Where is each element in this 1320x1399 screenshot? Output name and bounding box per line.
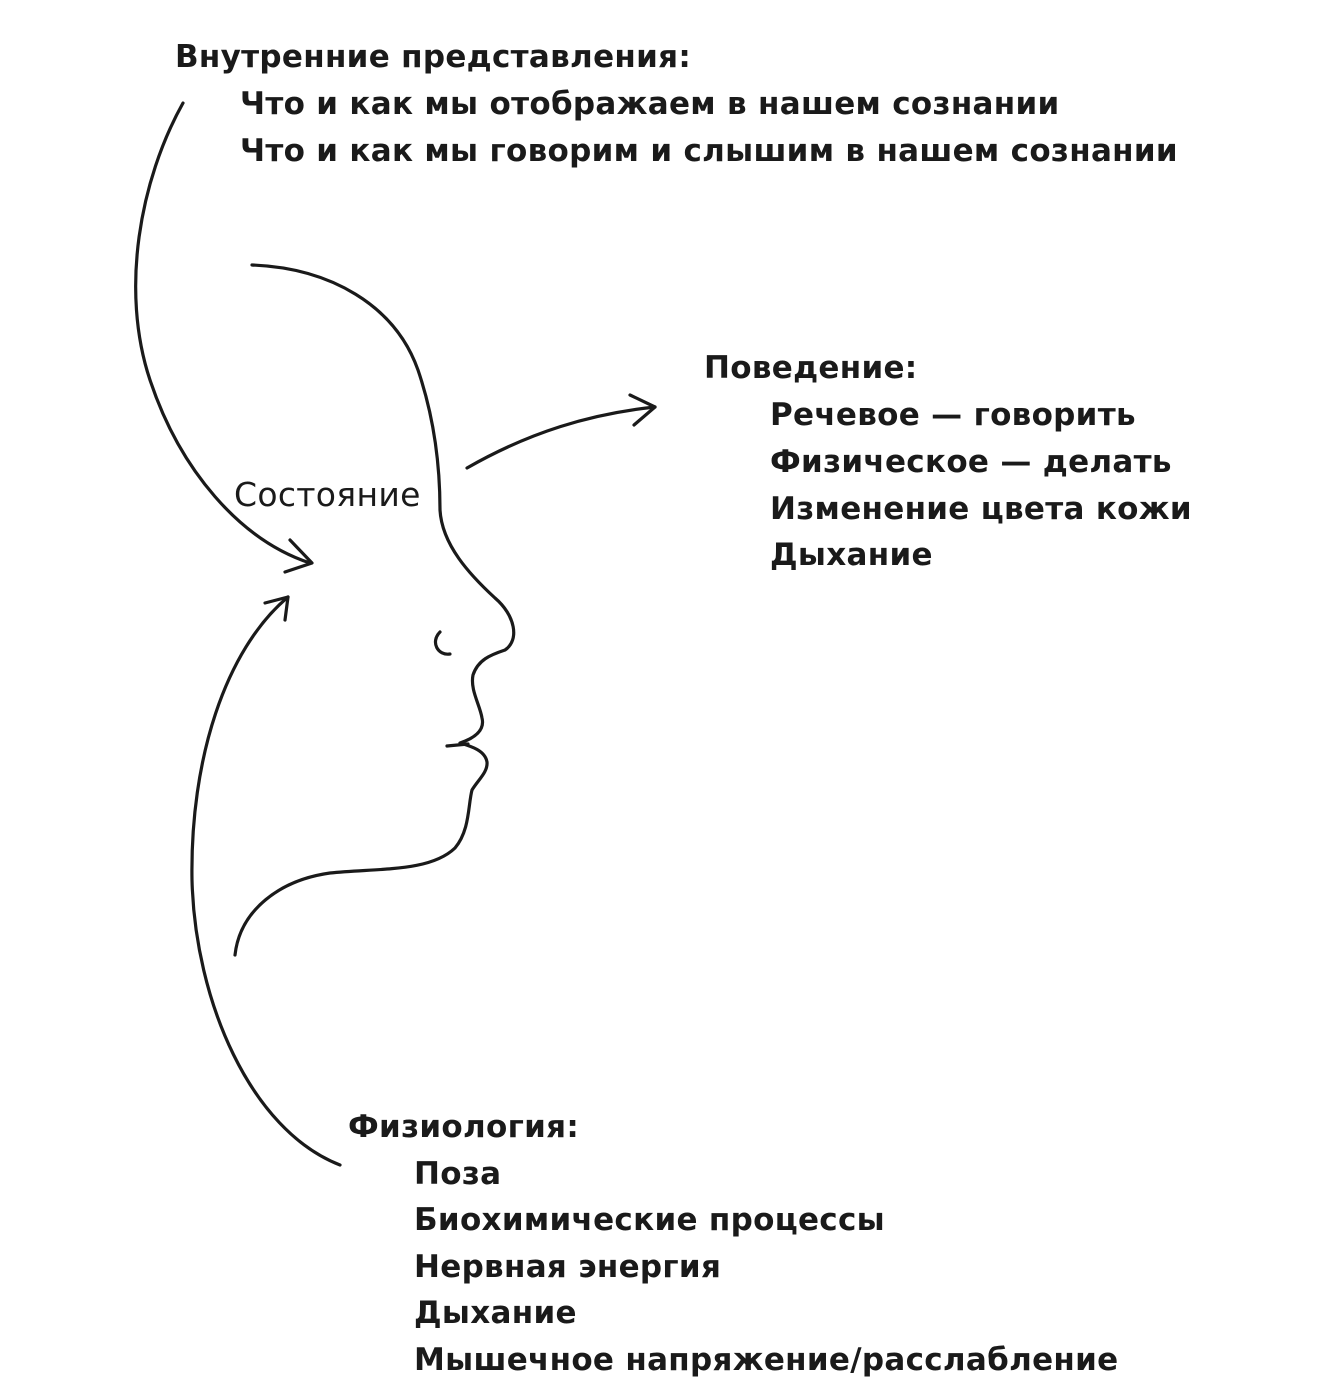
arrowhead-physiology — [263, 595, 290, 622]
arrow-state-to-behavior — [465, 405, 657, 470]
physiology-item: Поза — [414, 1156, 502, 1192]
eye-icon — [434, 630, 452, 656]
arrow-physiology-to-state — [190, 595, 342, 1167]
arrowhead-behavior — [628, 393, 657, 427]
arrowhead-internal — [283, 538, 314, 574]
behavior-item: Изменение цвета кожи — [770, 491, 1192, 527]
behavior-item: Дыхание — [770, 537, 933, 573]
physiology-heading: Физиология: — [348, 1109, 580, 1145]
physiology-item: Дыхание — [414, 1295, 577, 1331]
physiology-item: Биохимические процессы — [414, 1202, 885, 1238]
internal-item: Что и как мы говорим и слышим в нашем со… — [240, 133, 1178, 169]
behavior-heading: Поведение: — [704, 350, 918, 386]
physiology-item: Мышечное напряжение/расслабление — [414, 1342, 1119, 1378]
arrow-internal-to-state — [134, 101, 312, 565]
physiology-item: Нервная энергия — [414, 1249, 722, 1285]
behavior-item: Физическое — делать — [770, 444, 1172, 480]
state-label: Состояние — [234, 475, 421, 514]
behavior-item: Речевое — говорить — [770, 397, 1136, 433]
internal-item: Что и как мы отображаем в нашем сознании — [240, 86, 1060, 122]
lip-line — [445, 742, 470, 748]
internal-heading: Внутренние представления: — [175, 39, 692, 75]
head-profile — [233, 263, 516, 957]
